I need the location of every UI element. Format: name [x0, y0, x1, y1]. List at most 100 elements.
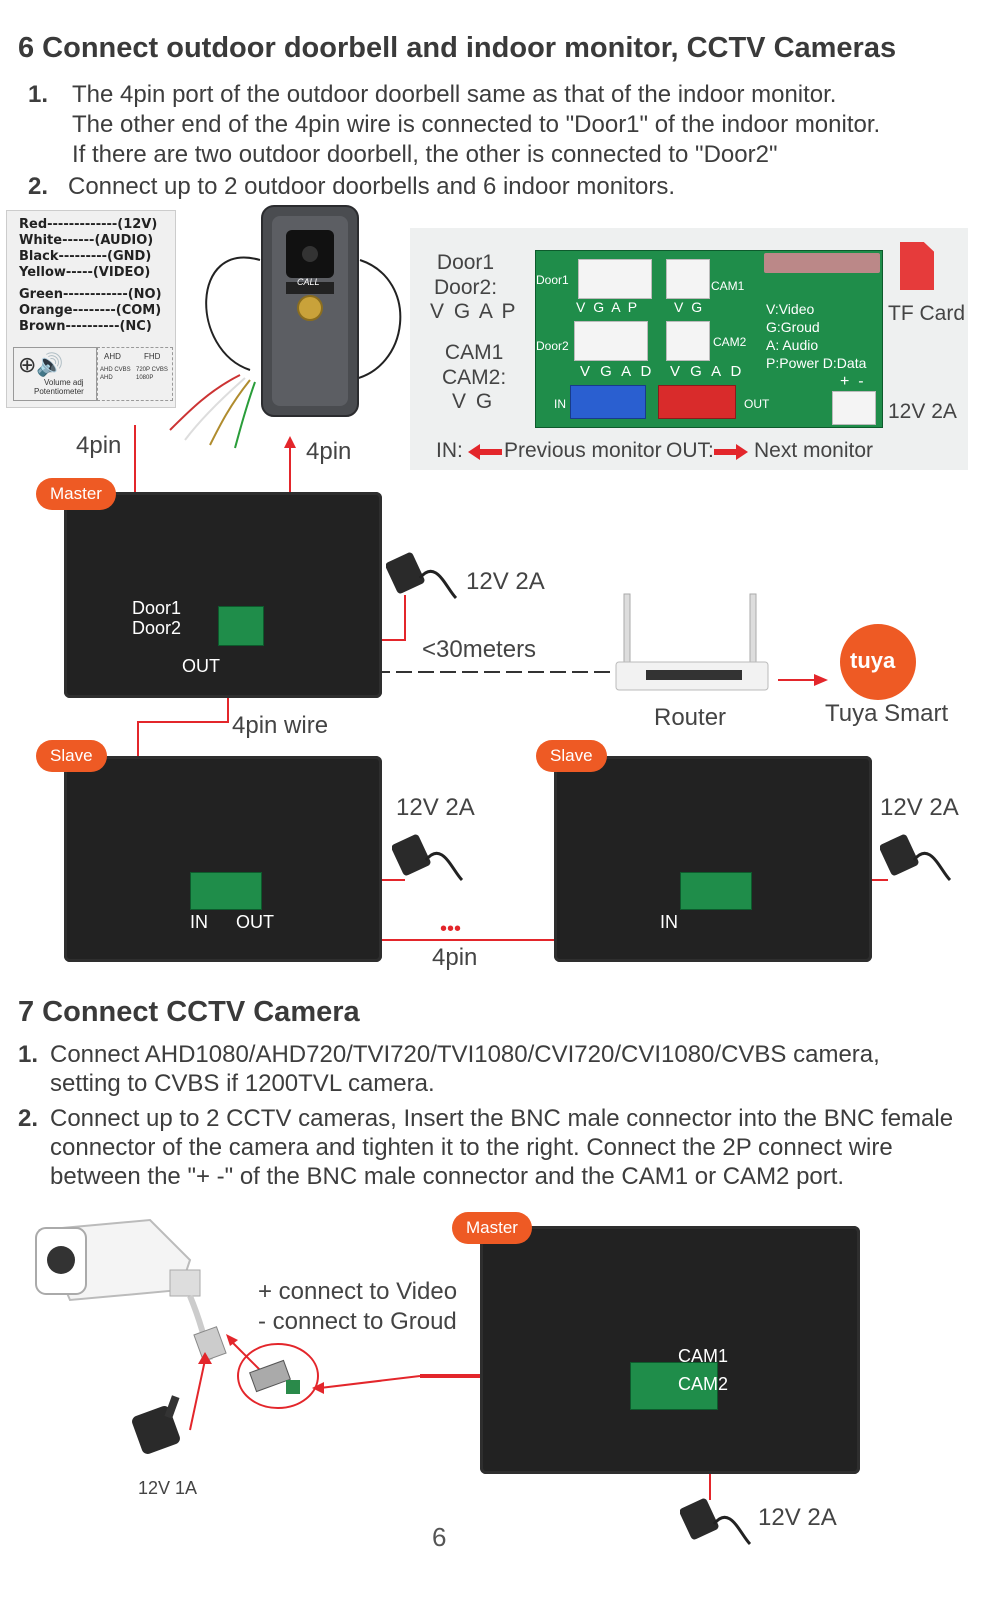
cam1-label: CAM1: [678, 1346, 729, 1366]
outdoor-doorbell: [169, 205, 402, 449]
door1-port: [578, 259, 652, 299]
slave1-out-label: OUT: [236, 912, 274, 932]
pcb-board: Door1 CAM1 V G A P V G Door2 CAM2 V G A …: [535, 250, 883, 428]
panel-power-label: 12V 2A: [888, 400, 957, 423]
pcb-out: OUT: [744, 397, 770, 411]
in-description: Previous monitor: [504, 439, 662, 462]
cctv-master-monitor: CAM1 CAM2: [480, 1226, 860, 1474]
pcb-cam2: CAM2: [713, 335, 747, 349]
section7-step1-line1: Connect AHD1080/AHD720/TVI720/TVI1080/CV…: [50, 1041, 880, 1068]
cam-port-label: CAM1 CAM2:: [442, 341, 507, 389]
doorbell-call-label: CALL: [297, 277, 320, 287]
power-adapter-icon: [880, 834, 952, 882]
section7-step2-line1: Connect up to 2 CCTV cameras, Insert the…: [50, 1105, 954, 1132]
wire-brown: Brown----------(NC): [19, 319, 152, 334]
step-number: 2.: [18, 1105, 39, 1132]
wire-orange: Orange--------(COM): [19, 303, 162, 318]
speaker-icon: ⊕🔊: [18, 352, 64, 377]
camera-power-label: 12V 1A: [138, 1478, 198, 1498]
wire-white: White------(AUDIO): [19, 233, 154, 248]
bottom-4pin-label: 4pin: [432, 944, 478, 971]
cctv-master-badge: Master: [452, 1212, 532, 1244]
fhd-options: 720P CVBS 1080P: [136, 367, 168, 381]
power-polarity: + -: [840, 373, 864, 390]
section7-title: 7 Connect CCTV Camera: [18, 996, 360, 1028]
slave1-in-label: IN: [190, 912, 208, 932]
ahd-options: AHD CVBS AHD: [100, 367, 131, 381]
monitor-pcb: [218, 606, 264, 646]
wire-black: Black---------(GND): [19, 249, 152, 264]
slave1-badge: Slave: [36, 740, 107, 772]
cam-pins-label: V G: [452, 390, 495, 413]
section7-step2-line2: connector of the camera and tighten it t…: [50, 1134, 893, 1161]
slave-monitor-1: IN OUT: [64, 756, 382, 962]
pcb-door1: Door1: [536, 273, 569, 287]
minus-ground-note: - connect to Groud: [258, 1308, 457, 1335]
in-port: [570, 385, 646, 419]
wire-green: Green------------(NO): [19, 287, 162, 302]
distance-label: <30meters: [422, 636, 537, 663]
pcb-in: IN: [554, 397, 566, 411]
monitor-door2-label: Door2: [132, 618, 182, 638]
out-port: [658, 385, 736, 419]
pcb-door2: Door2: [536, 339, 569, 353]
tf-card-label: TF Card: [888, 302, 966, 325]
slave1-power-label: 12V 2A: [396, 794, 475, 821]
section6-step1-line3: If there are two outdoor doorbell, the o…: [72, 141, 778, 168]
arrow-left-icon: [468, 444, 502, 460]
power-adapter-icon: [386, 552, 458, 600]
step-number: 2.: [28, 173, 49, 200]
tuya-logo-text: tuya: [850, 648, 896, 673]
monitor-door1-label: Door1: [132, 598, 182, 618]
slave2-in-label: IN: [660, 912, 678, 932]
ahd-label: AHD: [104, 352, 121, 361]
monitor-power-label: 12V 2A: [758, 1504, 837, 1531]
slave2-badge: Slave: [536, 740, 607, 772]
slave-monitor-2: IN: [554, 756, 872, 962]
router-icon: [615, 593, 769, 691]
tf-slot: [764, 253, 880, 273]
power-adapter-icon: [392, 834, 464, 882]
cctv-monitor-pcb: [630, 1362, 718, 1410]
doorbell-4pin-label-right: 4pin: [306, 438, 352, 465]
bnc-connector-icon: [249, 1359, 300, 1394]
master-power-label: 12V 2A: [466, 568, 545, 595]
cam1-port: [666, 259, 710, 299]
port-reference-panel: Door1 Door2: V G A P CAM1 CAM2: V G Door…: [410, 228, 968, 470]
legend-audio: A: Audio: [766, 337, 819, 353]
wire-yellow: Yellow-----(VIDEO): [19, 265, 151, 280]
section6-step1-line1: The 4pin port of the outdoor doorbell sa…: [72, 81, 837, 108]
volume-potentiometer: ⊕🔊 Volume adj Potentiometer: [13, 347, 97, 401]
door2-port: [574, 321, 648, 361]
pcb-row1-pins-b: V G: [674, 299, 705, 315]
4pin-wire-label: 4pin wire: [232, 712, 329, 739]
plus-video-note: + connect to Video: [258, 1278, 458, 1305]
slave2-power-label: 12V 2A: [880, 794, 959, 821]
out-label: OUT:: [666, 439, 714, 462]
cam2-port: [666, 321, 710, 361]
legend-power-data: P:Power D:Data: [766, 355, 867, 371]
power-adapter-icon: [132, 1395, 180, 1454]
legend-ground: G:Groud: [766, 319, 820, 335]
pcb-cam1: CAM1: [711, 279, 745, 293]
tf-card-icon: [900, 242, 934, 290]
fhd-label: FHD: [144, 352, 161, 361]
tuya-logo: tuya: [840, 624, 916, 700]
step-number: 1.: [18, 1041, 39, 1068]
tuya-smart-label: Tuya Smart: [825, 700, 949, 727]
section6-title: 6 Connect outdoor doorbell and indoor mo…: [18, 32, 897, 64]
resolution-switch: AHD FHD AHD CVBS AHD 720P CVBS 1080P: [97, 347, 173, 401]
out-description: Next monitor: [754, 439, 874, 462]
wire-red: Red-------------(12V): [19, 217, 158, 232]
section7-step1-line2: setting to CVBS if 1200TVL camera.: [50, 1070, 435, 1097]
router-label: Router: [654, 704, 727, 731]
slave2-pcb: [680, 872, 752, 910]
power-adapter-icon: [680, 1498, 752, 1546]
in-label: IN:: [436, 439, 463, 462]
door-port-label: Door1 Door2:: [434, 251, 498, 299]
section7-step2-line3: between the "+ -" of the BNC male connec…: [50, 1163, 845, 1190]
page-number: 6: [432, 1522, 447, 1552]
arrow-right-icon: [714, 444, 748, 460]
pcb-row2-pins-a: V G A D: [580, 363, 655, 380]
doorbell-4pin-label: 4pin: [76, 432, 122, 459]
